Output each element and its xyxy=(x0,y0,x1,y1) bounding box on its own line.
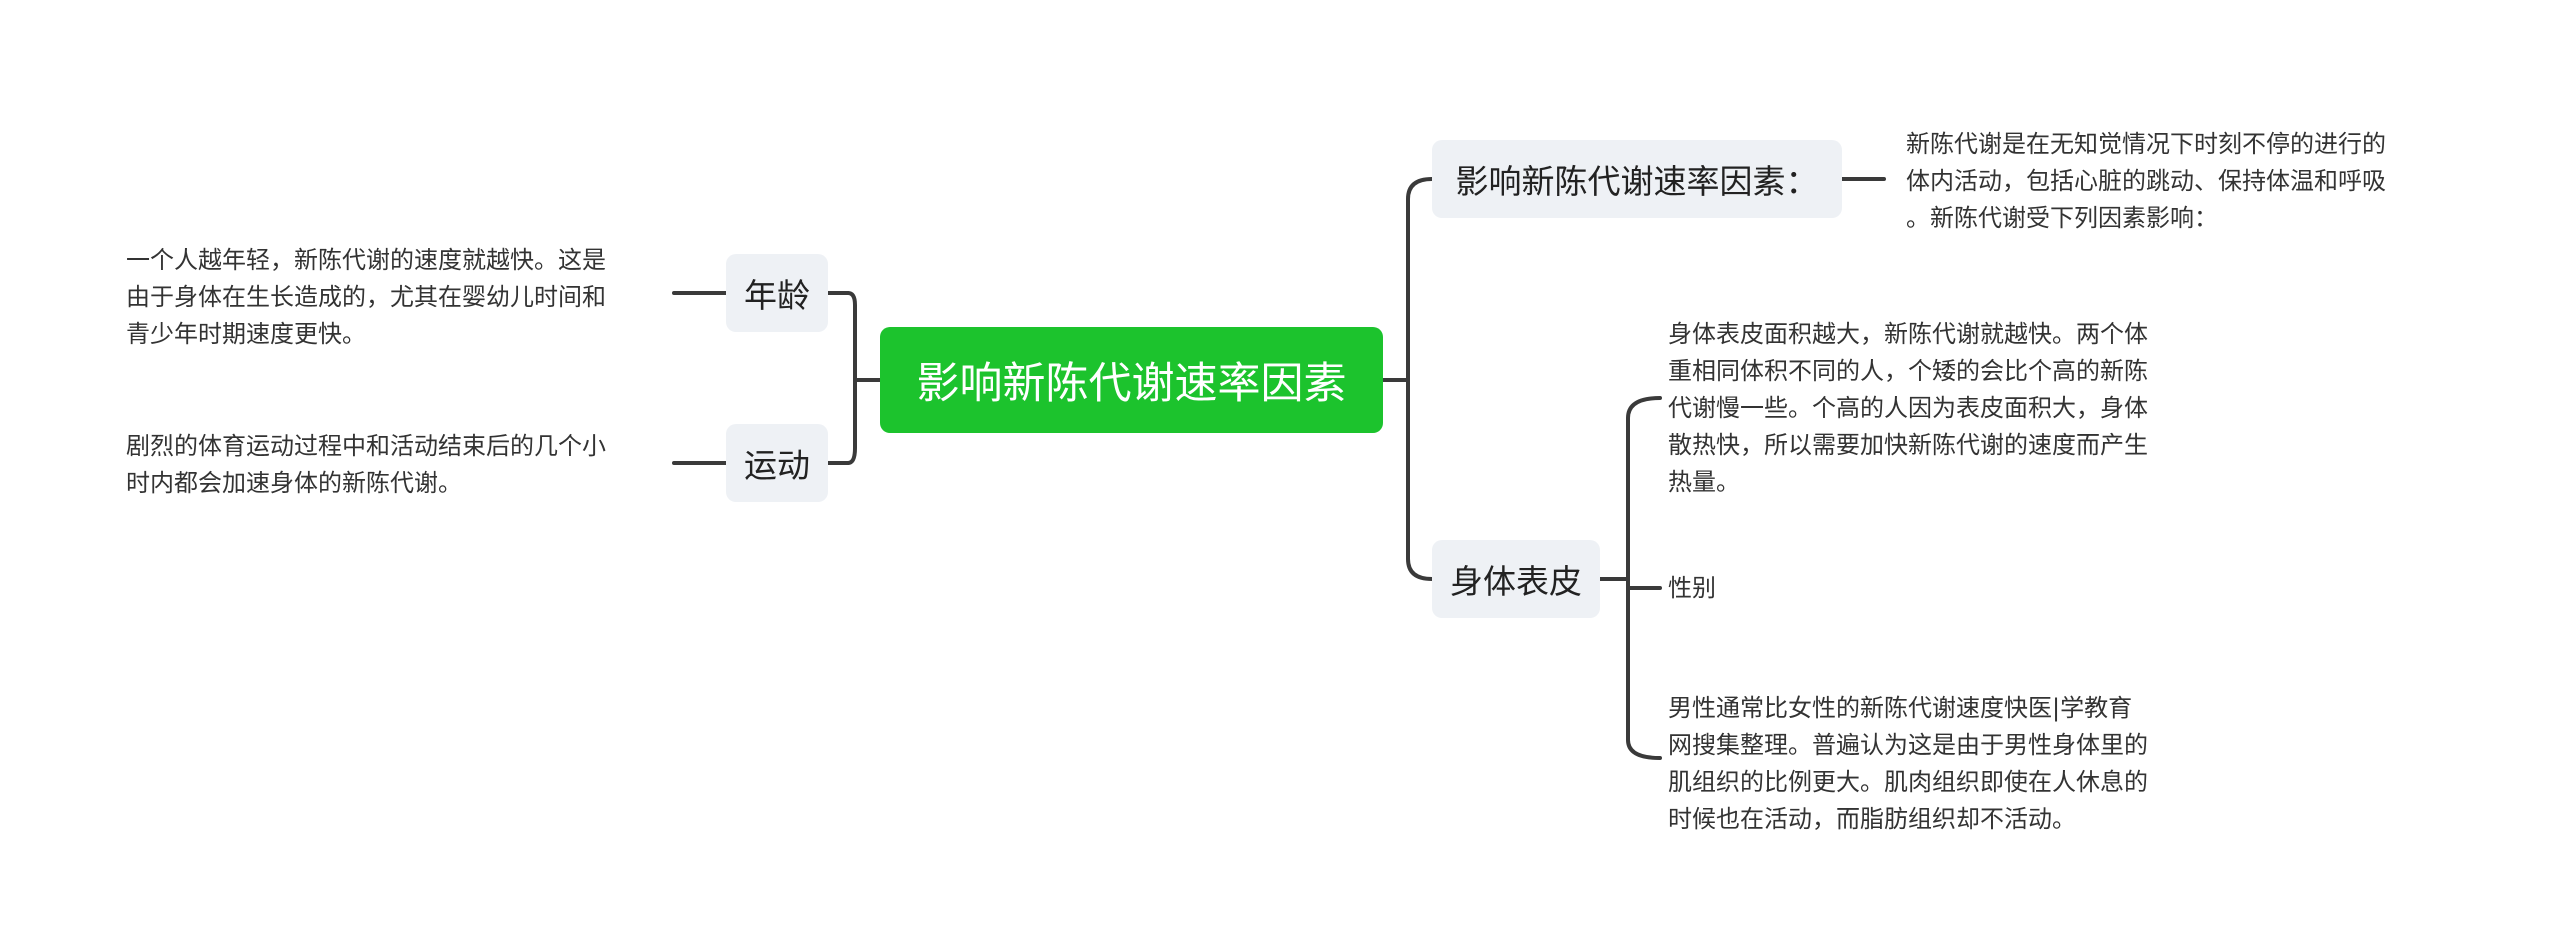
leaf-gender[interactable]: 性别 xyxy=(1668,574,1716,602)
leaf-age-detail[interactable]: 一个人越年轻，新陈代谢的速度就越快。这是 由于身体在生长造成的，尤其在婴幼儿时间… xyxy=(126,246,606,348)
branch-sport[interactable]: 运动 xyxy=(726,424,828,502)
connector-body-spine xyxy=(1626,396,1662,760)
connector-left-spine xyxy=(846,291,857,465)
leaf-gender-detail[interactable]: 男性通常比女性的新陈代谢速度快医|学教育 网搜集整理。普遍认为这是由于男性身体里… xyxy=(1668,694,2148,833)
central-topic[interactable]: 影响新陈代谢速率因素 xyxy=(880,327,1383,433)
connector-right-spine xyxy=(1406,177,1434,581)
leaf-sport-detail[interactable]: 剧烈的体育运动过程中和活动结束后的几个小 时内都会加速身体的新陈代谢。 xyxy=(126,432,606,497)
branch-age[interactable]: 年龄 xyxy=(726,254,828,332)
branch-body-surface[interactable]: 身体表皮 xyxy=(1432,540,1600,618)
leaf-factors-detail[interactable]: 新陈代谢是在无知觉情况下时刻不停的进行的 体内活动，包括心脏的跳动、保持体温和呼… xyxy=(1906,130,2386,232)
leaf-body-surface-detail[interactable]: 身体表皮面积越大，新陈代谢就越快。两个体 重相同体积不同的人，个矮的会比个高的新… xyxy=(1668,320,2148,496)
branch-factors[interactable]: 影响新陈代谢速率因素： xyxy=(1432,140,1842,218)
